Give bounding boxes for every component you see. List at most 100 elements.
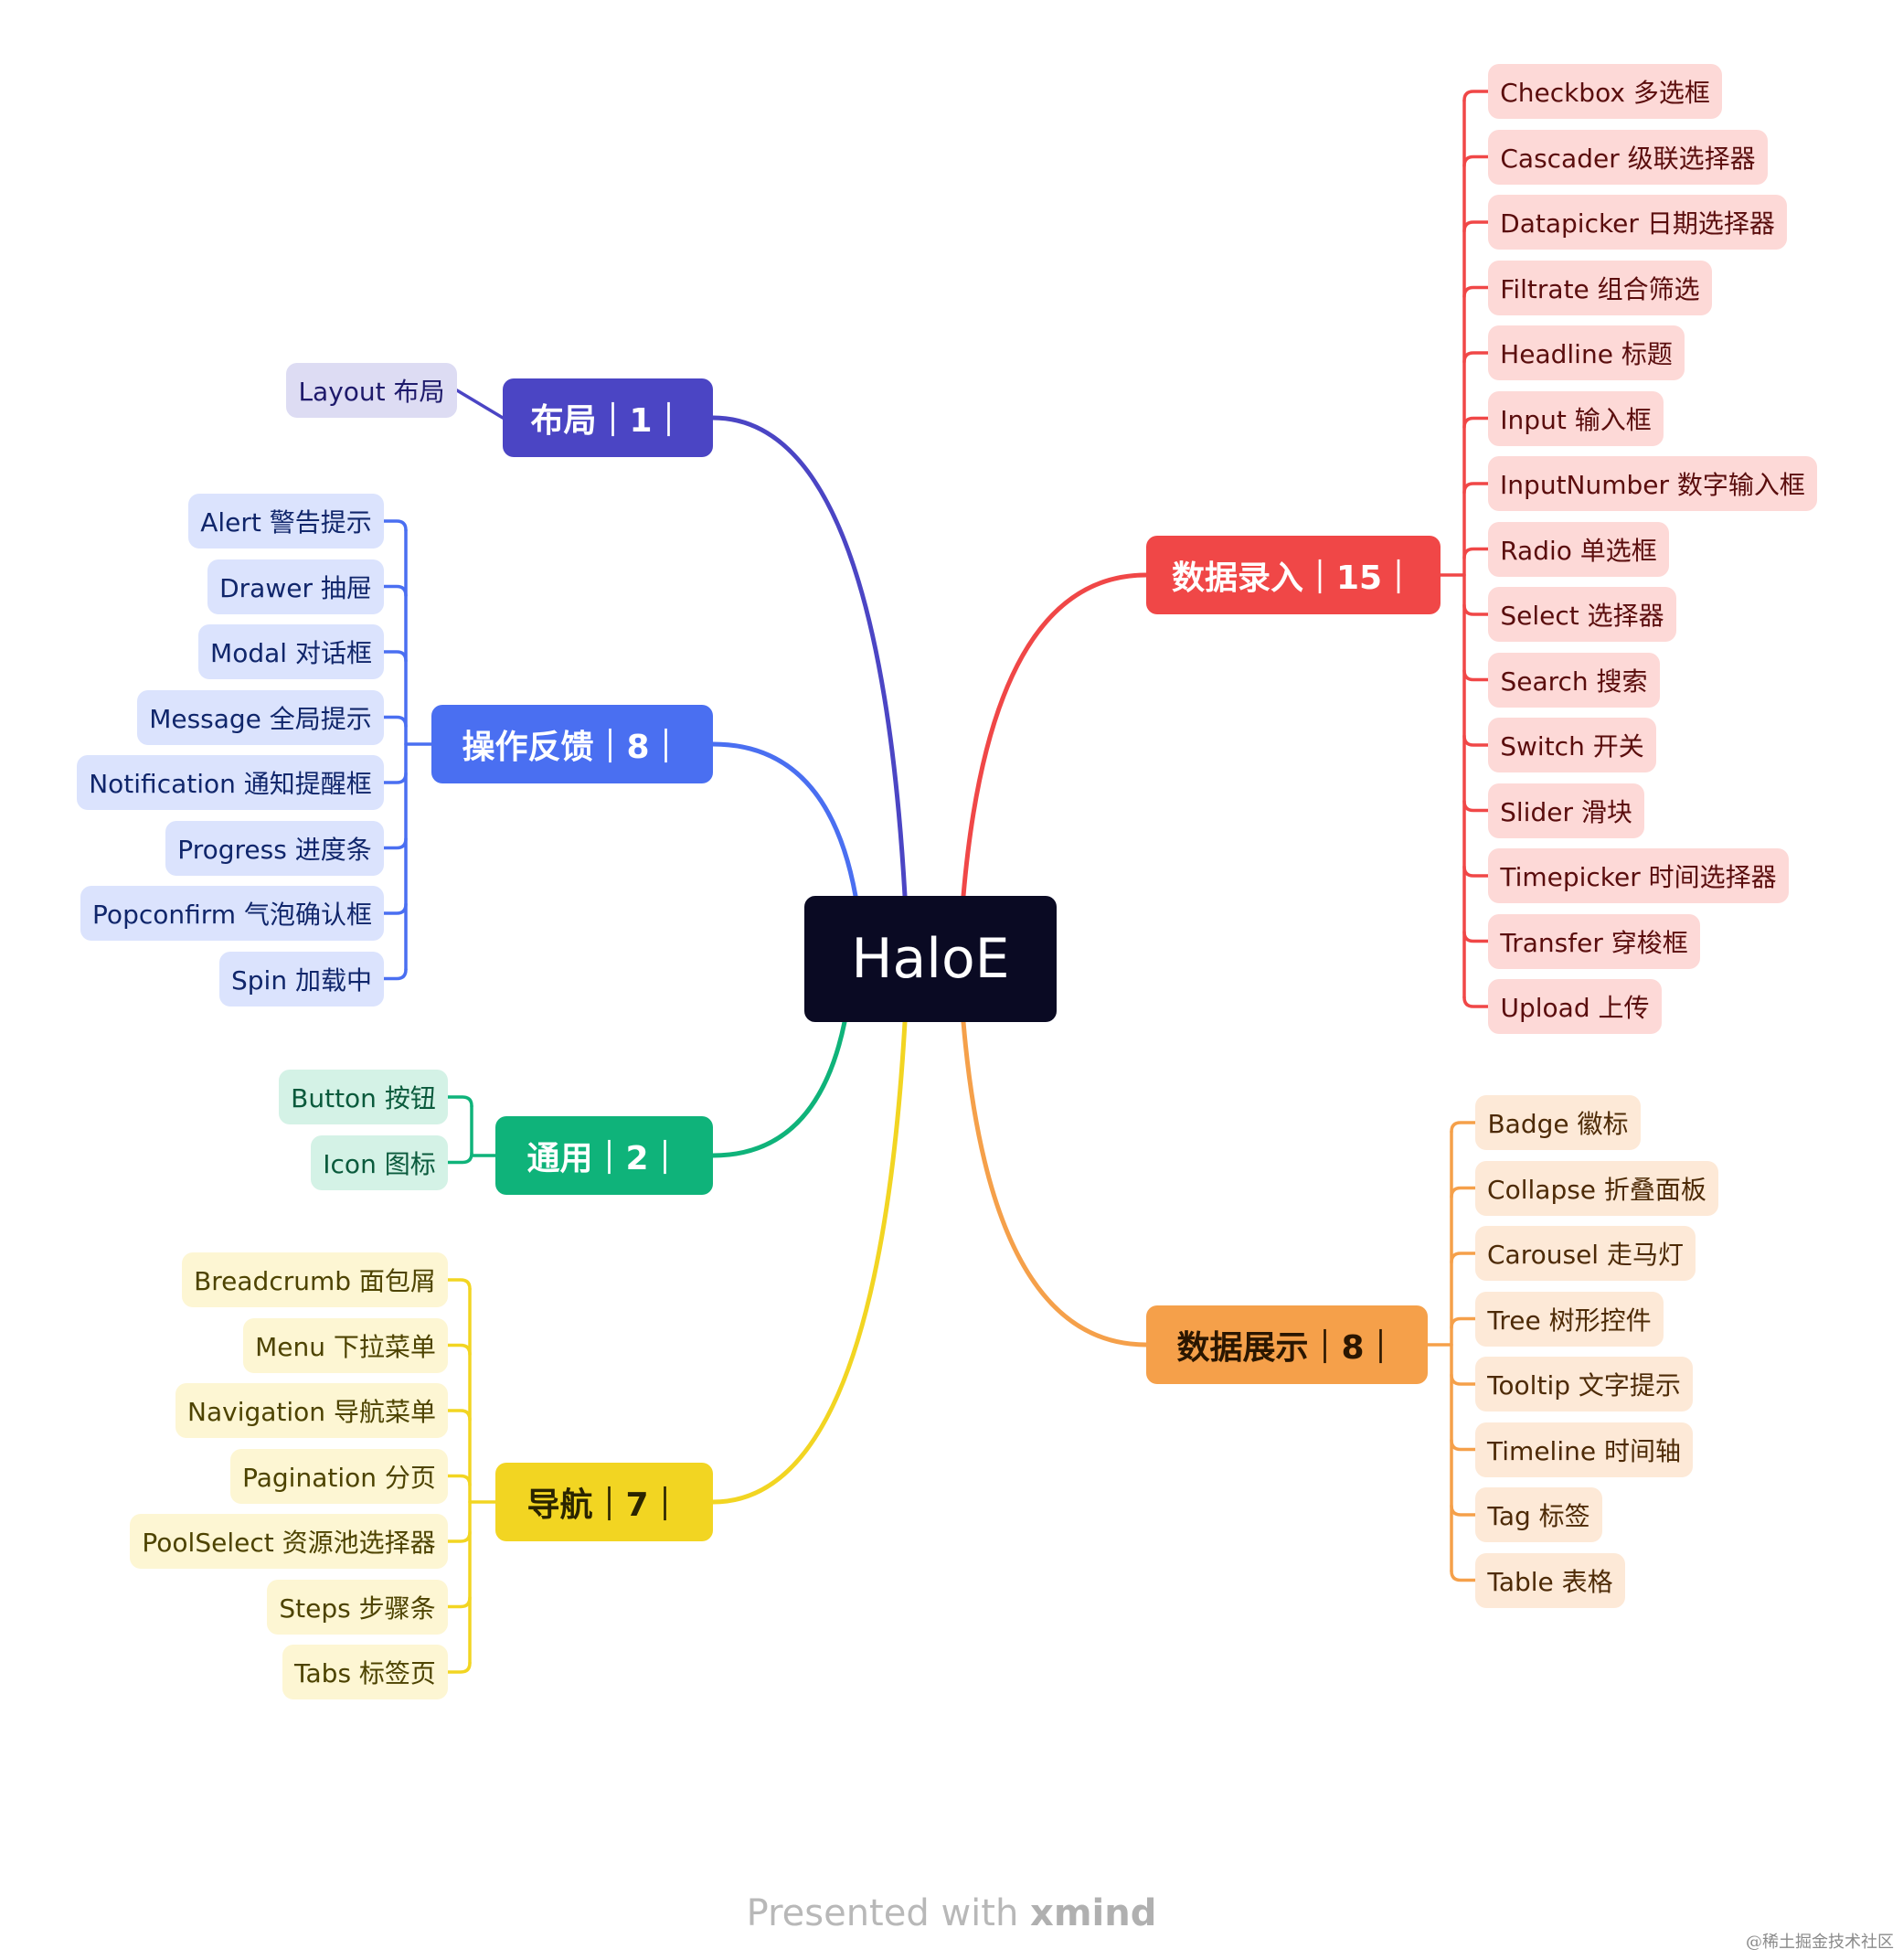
leaf-nav-4[interactable]: PoolSelect 资源池选择器 <box>130 1514 448 1569</box>
leaf-feedback-6[interactable]: Popconfirm 气泡确认框 <box>80 886 384 941</box>
leaf-input-2[interactable]: Datapicker 日期选择器 <box>1488 195 1787 250</box>
leaf-layout-0[interactable]: Layout 布局 <box>286 363 457 418</box>
leaf-input-10[interactable]: Switch 开关 <box>1488 718 1656 772</box>
leaf-nav-0[interactable]: Breadcrumb 面包屑 <box>182 1252 448 1307</box>
link-nav-3 <box>446 1474 472 1487</box>
leaf-input-8[interactable]: Select 选择器 <box>1488 587 1676 642</box>
link-input-2 <box>1462 220 1490 233</box>
presented-with-footer: Presented with xmind <box>0 1892 1903 1934</box>
link-input-9 <box>1462 668 1490 682</box>
link-display-3 <box>1450 1316 1477 1330</box>
xmind-brand-logo: xmind <box>1030 1892 1157 1934</box>
link-feedback-2 <box>382 650 408 663</box>
leaf-input-12[interactable]: Timepicker 时间选择器 <box>1488 848 1789 903</box>
leaf-input-6[interactable]: InputNumber 数字输入框 <box>1488 456 1817 511</box>
leaf-feedback-3[interactable]: Message 全局提示 <box>137 689 384 745</box>
link-input-4 <box>1462 351 1490 364</box>
link-display-7 <box>1450 1569 1477 1582</box>
leaf-input-5[interactable]: Input 输入框 <box>1488 390 1664 446</box>
leaf-display-4[interactable]: Tooltip 文字提示 <box>1475 1357 1693 1411</box>
link-input-12 <box>1462 865 1490 878</box>
leaf-input-4[interactable]: Headline 标题 <box>1488 325 1685 380</box>
link-nav-5 <box>446 1595 472 1609</box>
root-node-haloe[interactable]: HaloE <box>804 896 1057 1022</box>
link-display-4 <box>1450 1373 1477 1386</box>
branch-navigation[interactable]: 导航｜7｜ <box>495 1463 713 1541</box>
branch-general[interactable]: 通用｜2｜ <box>495 1116 713 1195</box>
leaf-nav-1[interactable]: Menu 下拉菜单 <box>243 1317 448 1373</box>
leaf-input-3[interactable]: Filtrate 组合筛选 <box>1488 260 1712 315</box>
leaf-nav-3[interactable]: Pagination 分页 <box>230 1448 448 1504</box>
leaf-input-11[interactable]: Slider 滑块 <box>1488 783 1644 838</box>
link-display-5 <box>1450 1438 1477 1452</box>
footer-prefix: Presented with <box>746 1892 1031 1934</box>
leaf-feedback-5[interactable]: Progress 进度条 <box>165 820 384 876</box>
branch-layout[interactable]: 布局｜1｜ <box>503 378 713 457</box>
leaf-general-1[interactable]: Icon 图标 <box>311 1134 448 1190</box>
leaf-display-3[interactable]: Tree 树形控件 <box>1475 1291 1664 1347</box>
link-general-0 <box>446 1095 473 1108</box>
link-feedback-7 <box>382 967 408 981</box>
link-nav-4 <box>446 1530 472 1543</box>
leaf-general-0[interactable]: Button 按钮 <box>279 1070 448 1124</box>
leaf-input-13[interactable]: Transfer 穿梭框 <box>1488 913 1700 969</box>
link-display-2 <box>1450 1252 1477 1264</box>
link-root-layout <box>710 415 908 899</box>
link-input-10 <box>1462 734 1490 747</box>
link-feedback-3 <box>382 715 408 729</box>
juejin-watermark: @稀土掘金技术社区 <box>1746 1933 1894 1952</box>
link-layout-0 <box>455 389 505 420</box>
link-feedback-5 <box>382 836 408 850</box>
leaf-display-7[interactable]: Table 表格 <box>1475 1552 1625 1608</box>
link-general-1 <box>446 1151 473 1165</box>
link-root-display <box>961 1019 1149 1348</box>
link-input-0 <box>1462 90 1490 102</box>
link-input-8 <box>1462 603 1490 616</box>
leaf-display-5[interactable]: Timeline 时间轴 <box>1475 1422 1693 1477</box>
branch-data-display[interactable]: 数据展示｜8｜ <box>1146 1305 1428 1384</box>
link-feedback-1 <box>382 584 408 598</box>
link-input-7 <box>1462 547 1490 560</box>
link-feedback-6 <box>382 902 408 915</box>
link-input-13 <box>1462 930 1490 943</box>
link-nav-1 <box>446 1343 472 1357</box>
leaf-input-0[interactable]: Checkbox 多选框 <box>1488 64 1722 119</box>
link-feedback-4 <box>382 772 408 784</box>
link-input-6 <box>1462 482 1490 495</box>
leaf-nav-5[interactable]: Steps 步骤条 <box>267 1579 448 1635</box>
leaf-input-9[interactable]: Search 搜索 <box>1488 652 1660 708</box>
link-input-5 <box>1462 416 1490 430</box>
leaf-display-6[interactable]: Tag 标签 <box>1475 1487 1602 1542</box>
link-nav-6 <box>446 1661 472 1674</box>
link-root-input <box>961 572 1149 899</box>
link-nav-0 <box>446 1278 472 1291</box>
link-feedback-0 <box>382 519 408 532</box>
leaf-input-7[interactable]: Radio 单选框 <box>1488 521 1669 577</box>
link-display-0 <box>1450 1121 1477 1134</box>
link-root-feedback <box>710 741 858 899</box>
leaf-nav-2[interactable]: Navigation 导航菜单 <box>175 1383 448 1438</box>
leaf-feedback-2[interactable]: Modal 对话框 <box>198 624 384 679</box>
link-root-nav <box>710 1019 908 1505</box>
link-input-14 <box>1462 996 1490 1008</box>
leaf-feedback-4[interactable]: Notification 通知提醒框 <box>77 755 384 810</box>
branch-feedback[interactable]: 操作反馈｜8｜ <box>431 705 713 783</box>
link-input-1 <box>1462 154 1490 168</box>
leaf-feedback-1[interactable]: Drawer 抽屉 <box>207 559 384 614</box>
leaf-display-0[interactable]: Badge 徽标 <box>1475 1095 1641 1150</box>
leaf-feedback-0[interactable]: Alert 警告提示 <box>188 494 384 549</box>
link-display-1 <box>1450 1186 1477 1199</box>
link-display-6 <box>1450 1504 1477 1517</box>
leaf-input-1[interactable]: Cascader 级联选择器 <box>1488 129 1768 185</box>
leaf-feedback-7[interactable]: Spin 加载中 <box>219 951 384 1007</box>
link-root-general <box>710 1019 847 1158</box>
link-input-3 <box>1462 285 1490 299</box>
link-input-11 <box>1462 799 1490 813</box>
leaf-input-14[interactable]: Upload 上传 <box>1488 979 1662 1034</box>
leaf-nav-6[interactable]: Tabs 标签页 <box>282 1645 448 1699</box>
leaf-display-2[interactable]: Carousel 走马灯 <box>1475 1226 1696 1281</box>
leaf-display-1[interactable]: Collapse 折叠面板 <box>1475 1160 1718 1216</box>
branch-data-input[interactable]: 数据录入｜15｜ <box>1146 536 1441 614</box>
